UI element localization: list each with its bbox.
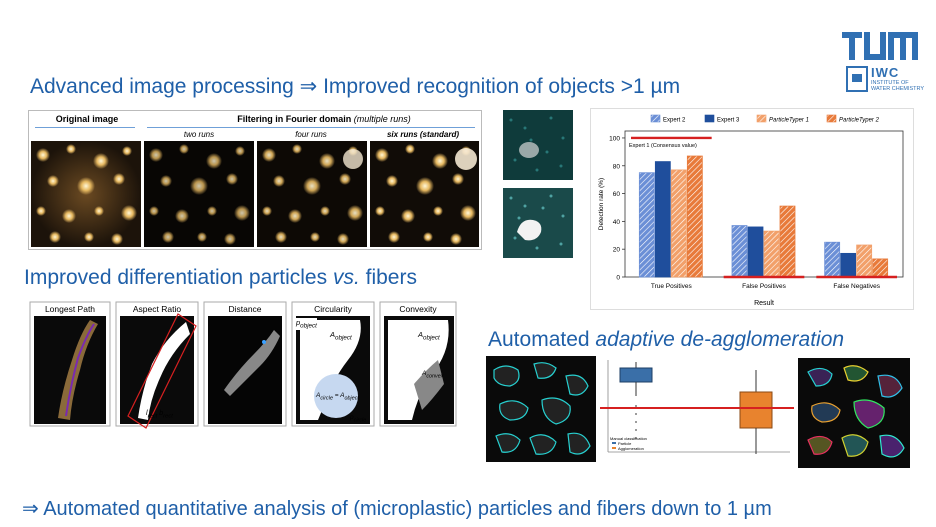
- label-a-object: Aobject: [330, 330, 352, 342]
- label-l-b-rect: lrect brect: [146, 410, 173, 420]
- shape-panel-title-4: Circularity: [314, 304, 352, 314]
- shape-panel-title-3: Distance: [228, 304, 262, 314]
- bar: [686, 155, 703, 278]
- iwc-letters: IWC: [871, 65, 900, 80]
- conclusion-text: ⇒ Automated quantitative analysis of (mi…: [22, 498, 772, 520]
- bar: [670, 169, 687, 278]
- shape-panel-title-1: Longest Path: [44, 304, 96, 314]
- y-tick-label: 60: [613, 191, 621, 198]
- label-a-convex: Aconvex: [422, 370, 444, 380]
- bar: [747, 226, 764, 278]
- iwc-line2: WATER CHEMISTRY: [871, 86, 925, 92]
- label-p-object: pobject: [296, 318, 317, 330]
- bar: [840, 252, 857, 278]
- rule-original: [35, 127, 135, 128]
- boxplot-legend-particle: Particle: [618, 441, 632, 446]
- legend-label: ParticleTyper 1: [769, 118, 809, 124]
- y-tick-label: 40: [613, 219, 621, 226]
- iwc-logo: IWC INSTITUTE OF WATER CHEMISTRY: [846, 65, 926, 96]
- bar: [654, 161, 671, 278]
- shape-figure: Longest Path Aspect Ratio Distance Circu…: [28, 300, 458, 430]
- boxplot-legend-title: Manual classification: [610, 436, 647, 441]
- filter-original-title: Original image: [55, 114, 119, 124]
- shape-panel-title-2: Aspect Ratio: [132, 304, 182, 314]
- label-p-circle: pcircle: [350, 414, 367, 424]
- x-axis-label: Result: [754, 300, 774, 307]
- boxplot-legend-agglomeration: Agglomeration: [618, 446, 644, 451]
- filter-images: [31, 141, 479, 247]
- iwc-line1: INSTITUTE OF: [871, 80, 909, 86]
- reference-label: Expert 1 (Consensus value): [629, 143, 697, 149]
- legend-label: Expert 2: [663, 118, 686, 124]
- heading-deagglomeration: Automated adaptive de-agglomeration: [488, 328, 845, 351]
- filter-figure: Original image Filtering in Fourier doma…: [28, 110, 482, 250]
- bar: [856, 244, 873, 278]
- y-tick-label: 0: [616, 275, 620, 282]
- y-tick-label: 100: [609, 135, 620, 142]
- run-label-1: two runs: [183, 130, 215, 139]
- run-label-2: four runs: [295, 130, 327, 139]
- rule-fourier: [147, 127, 475, 128]
- x-tick-label: False Positives: [742, 283, 786, 290]
- legend-swatch: [826, 114, 837, 123]
- deagglomeration-right-image: [798, 358, 910, 468]
- label-a-circle-eq: Acircle = Aobject: [316, 392, 359, 402]
- tum-logo: [842, 30, 922, 60]
- bar: [779, 205, 796, 278]
- bar: [763, 230, 780, 278]
- deagglomeration-left-image: [486, 356, 596, 462]
- filter-fourier-title: Filtering in Fourier domain (multiple ru…: [237, 114, 411, 124]
- y-axis-label: Detection rate (%): [598, 178, 605, 230]
- heading-differentiation: Improved differentiation particles vs. f…: [24, 266, 417, 289]
- legend-swatch: [704, 114, 715, 123]
- heading-image-processing: Advanced image processing ⇒ Improved rec…: [30, 75, 681, 98]
- run-label-3: six runs (standard): [386, 130, 459, 139]
- particle-thumbnail-bottom: [503, 188, 573, 258]
- bar: [872, 258, 889, 278]
- legend-label: Expert 3: [717, 118, 740, 124]
- y-tick-label: 80: [613, 163, 621, 170]
- x-tick-label: False Negatives: [833, 283, 880, 290]
- legend-label: ParticleTyper 2: [839, 118, 880, 124]
- particle-thumbnail-top: [503, 110, 573, 180]
- bar: [824, 241, 841, 278]
- shape-panel-title-5: Convexity: [399, 304, 437, 314]
- y-tick-label: 20: [613, 247, 621, 254]
- legend-swatch: [650, 114, 661, 123]
- x-tick-label: True Positives: [651, 283, 693, 290]
- bar: [731, 225, 748, 278]
- legend-swatch: [756, 114, 767, 123]
- deagglomeration-boxplot: Manual classification Particle Agglomera…: [600, 356, 794, 462]
- label-a-object-convexity: Aobject: [418, 330, 440, 342]
- bar: [638, 172, 655, 278]
